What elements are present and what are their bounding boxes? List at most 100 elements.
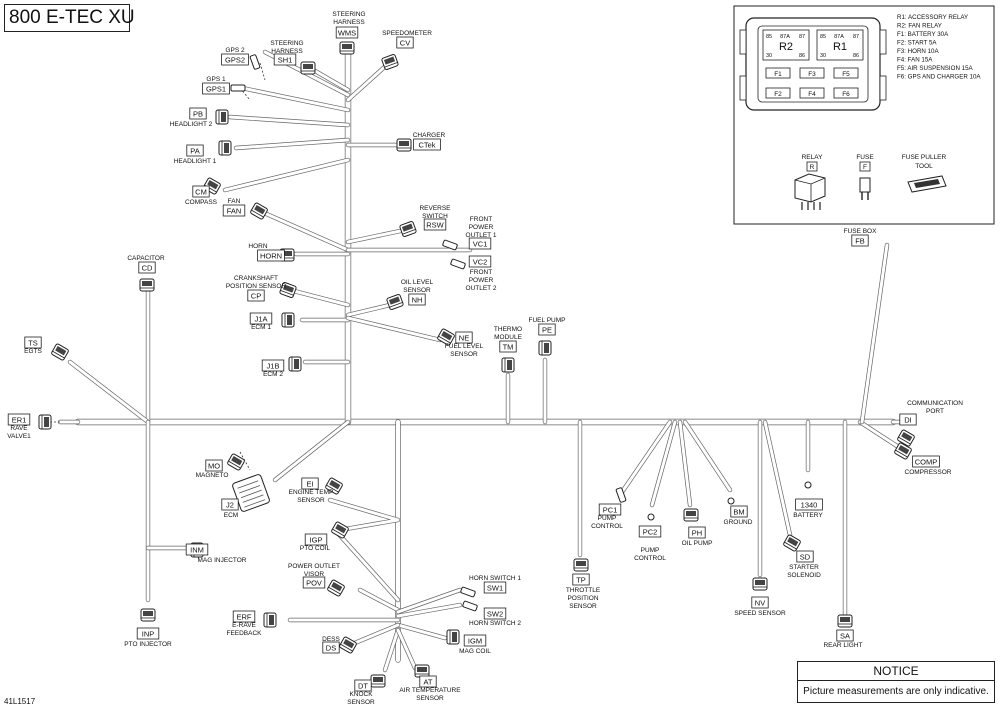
- fuse-f3: F3: [799, 67, 825, 79]
- code-box: [222, 204, 246, 217]
- connector-name: STEERING: [332, 11, 365, 18]
- connector-code: PC1: [603, 506, 618, 515]
- connector-cd-icon: [139, 278, 155, 292]
- code-box: [335, 26, 359, 39]
- code-box: [483, 607, 507, 620]
- wire-fill: [396, 623, 447, 640]
- connector-name: CRANKSHAFT: [234, 275, 278, 282]
- connector-name: MAG COIL: [459, 648, 491, 655]
- wire-fill: [68, 360, 150, 424]
- connector-code: SA: [840, 632, 850, 641]
- connector-name: E-RAVE: [232, 622, 256, 629]
- code-box: [138, 261, 156, 274]
- connector-name: OIL PUMP: [682, 540, 713, 547]
- connector-code: SH1: [278, 56, 293, 65]
- wire-fill: [860, 243, 889, 424]
- connector-code: ER1: [12, 416, 27, 425]
- ecm-module-icon: [232, 474, 270, 512]
- connector-code: HORN: [260, 252, 282, 261]
- connector-name: POWER: [469, 224, 494, 231]
- connector-cp-icon: [279, 282, 297, 298]
- connector-sd-icon: [783, 534, 801, 552]
- code-box: [221, 53, 249, 66]
- connector-code: TP: [576, 576, 586, 585]
- connector-nh-icon: [386, 294, 404, 310]
- connector-name: REVERSE: [419, 205, 451, 212]
- connector-name: OUTLET 1: [466, 232, 497, 239]
- notice-title: NOTICE: [798, 662, 994, 681]
- harness-wires: [45, 46, 905, 673]
- code-box: [836, 629, 854, 642]
- wire-fill: [396, 628, 417, 670]
- wire-fill: [346, 228, 407, 244]
- code-box: [205, 459, 223, 472]
- connector-name: SOLENOID: [787, 572, 821, 579]
- code-box: [423, 218, 447, 231]
- legend-line: F2: START 5A: [897, 40, 937, 47]
- code-box: [598, 503, 622, 516]
- connector-name: FUSE BOX: [844, 228, 878, 235]
- fuse-f1: F1: [765, 67, 791, 79]
- notice-text: Picture measurements are only indicative…: [803, 686, 989, 697]
- connector-name: MAG INJECTOR: [198, 557, 247, 564]
- fuse-label: F1: [774, 71, 782, 78]
- fuse-puller-tool-icon: [907, 175, 947, 193]
- fuse-label: F6: [842, 91, 850, 98]
- connector-name: HARNESS: [271, 48, 303, 55]
- connector-tp-icon: [573, 558, 589, 572]
- connector-name: FUEL PUMP: [529, 317, 566, 324]
- connector-name: SPEEDOMETER: [382, 30, 432, 37]
- wire-fill: [858, 420, 902, 450]
- connector-di-icon: [897, 429, 915, 447]
- wire-fill: [288, 288, 350, 307]
- connector-name: CONTROL: [591, 523, 623, 530]
- connector-code: MO: [208, 462, 220, 471]
- code-box: [7, 413, 31, 426]
- connector-code: ERF: [237, 613, 252, 622]
- connector-name: THROTTLE: [566, 587, 601, 594]
- connector-name: STEERING: [270, 40, 303, 47]
- wire-fill: [308, 66, 350, 92]
- code-box: [912, 455, 940, 468]
- legend-line: R1: ACCESSORY RELAY: [897, 14, 968, 21]
- code-box: [304, 533, 328, 546]
- connector-code: SW1: [487, 584, 503, 593]
- fuse-label: F4: [808, 91, 816, 98]
- connector-name: PTO COIL: [300, 545, 331, 552]
- connector-name: COMMUNICATION: [907, 400, 963, 407]
- legend-line: F1: BATTERY 30A: [897, 31, 949, 38]
- connector-name: HEADLIGHT 2: [170, 121, 213, 128]
- connector-j1b-icon: [288, 356, 302, 372]
- legend-line: R2: FAN RELAY: [897, 23, 942, 30]
- connector-name: EGTS: [24, 348, 42, 355]
- connector-name: GROUND: [724, 519, 753, 526]
- wire-fill: [346, 316, 442, 342]
- code-box: [136, 627, 160, 640]
- code-box: [483, 581, 507, 594]
- wire-fill: [683, 420, 732, 492]
- wire-fill: [228, 115, 350, 127]
- relay-pin-label: 87: [799, 34, 805, 40]
- code-box: [638, 525, 662, 538]
